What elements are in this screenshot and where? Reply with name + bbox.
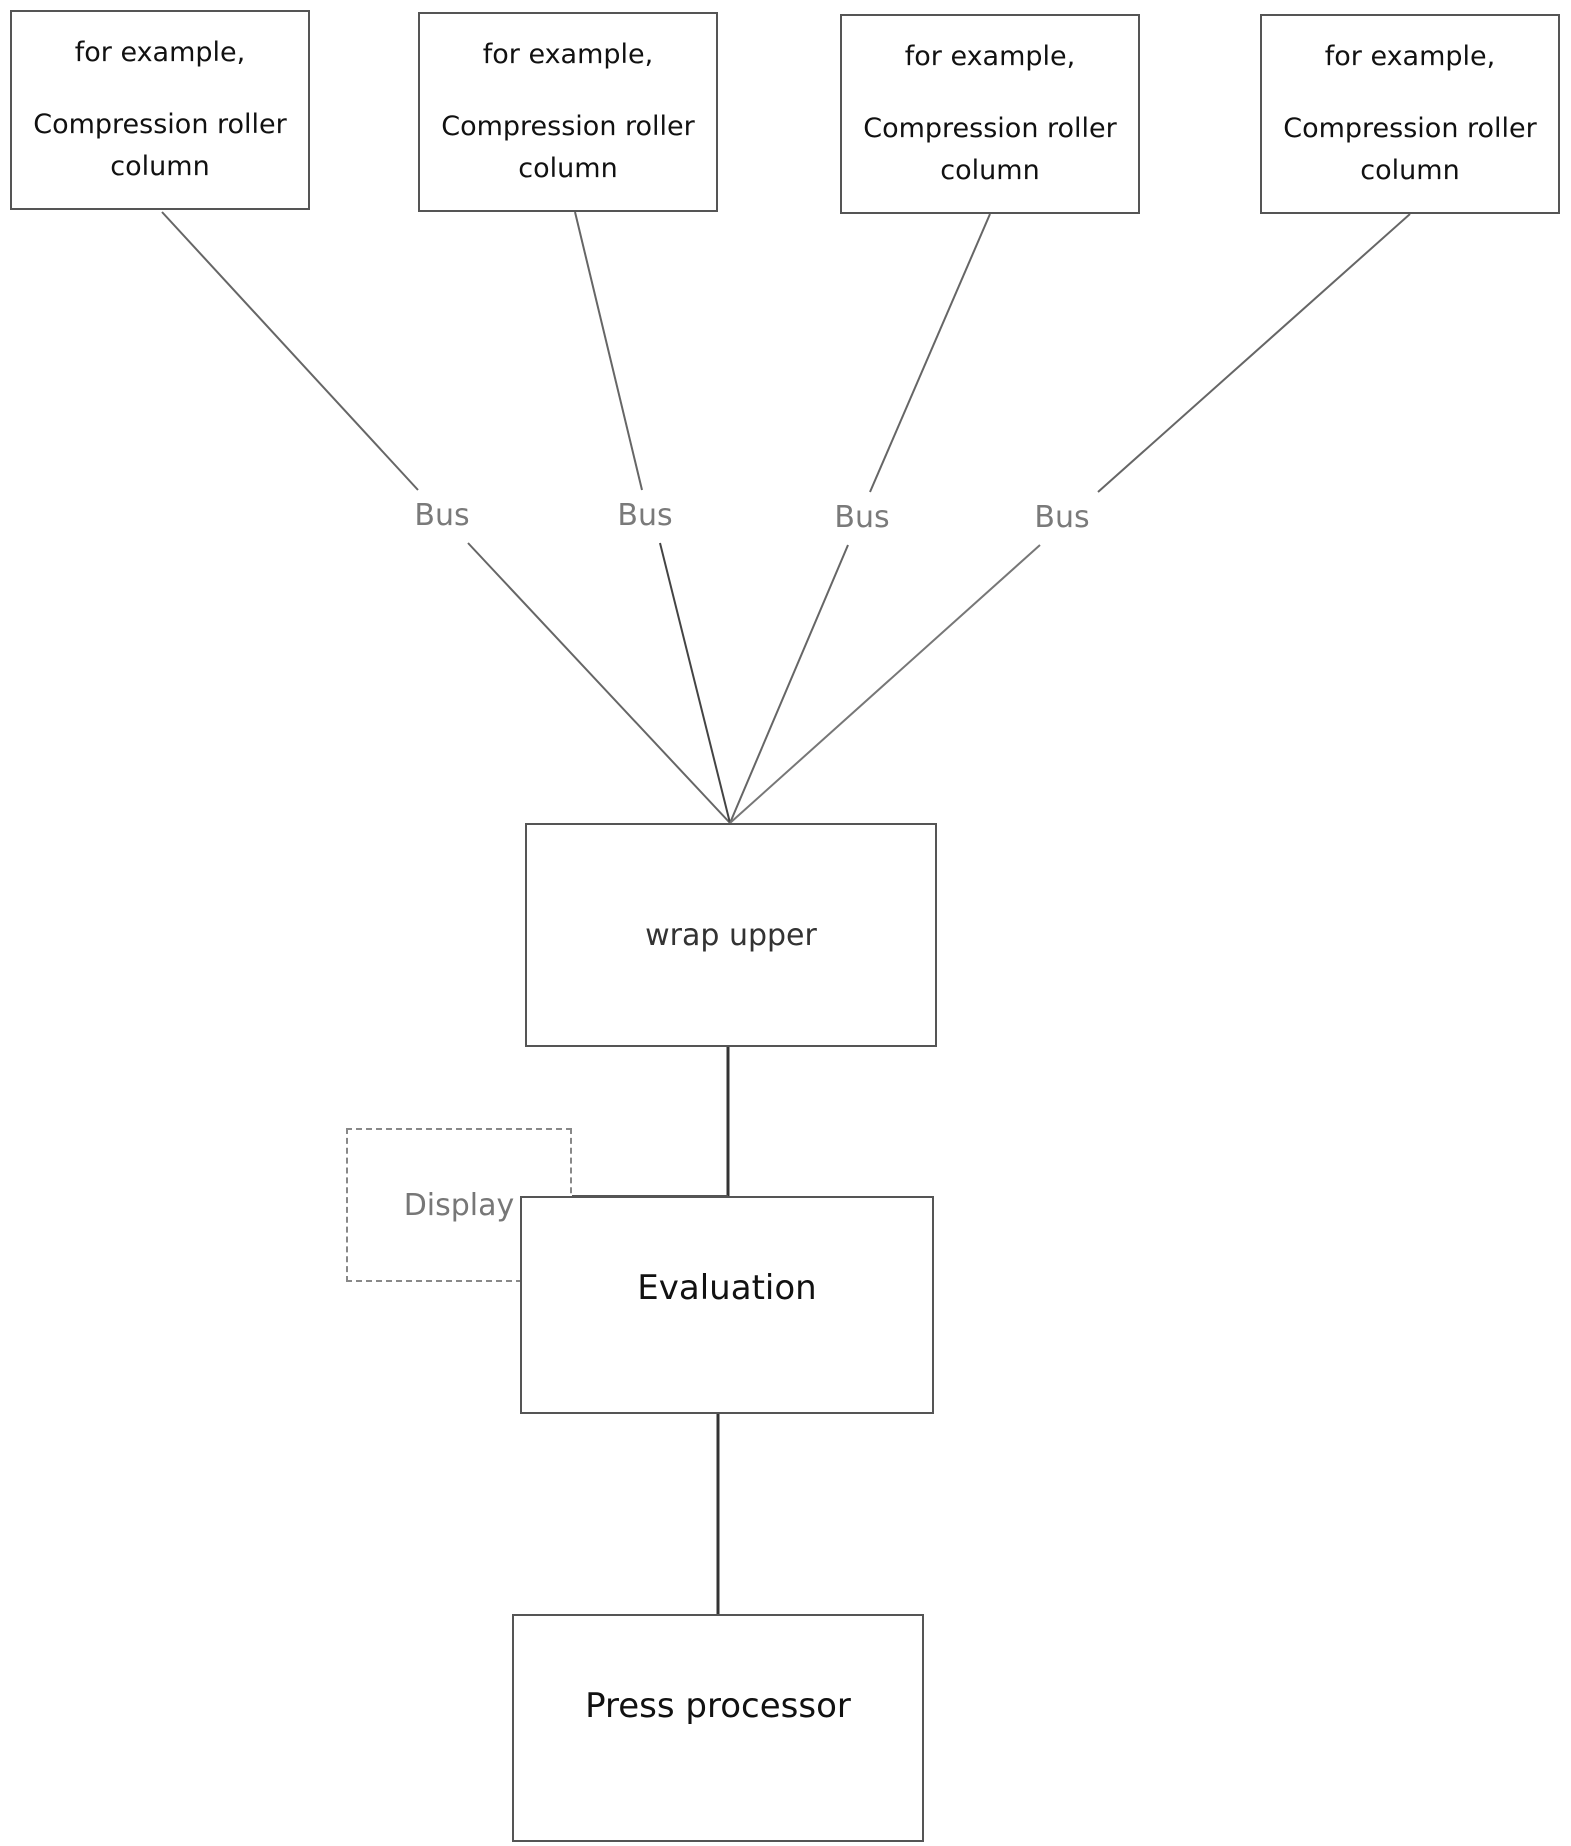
source-box-3-line1: for example, [842,36,1138,78]
display-label: Display [404,1188,515,1223]
source-box-4: for example, Compression roller column [1260,14,1560,214]
source-box-4-line2: Compression roller column [1262,108,1558,192]
bus-line-3-upper [870,214,990,492]
bus-label-4: Bus [1030,500,1093,536]
source-box-4-line1: for example, [1262,36,1558,78]
source-box-1: for example, Compression roller column [10,10,310,210]
bus-line-2-upper [575,212,642,490]
bus-line-1-upper [162,212,418,490]
source-box-2-line1: for example, [420,34,716,76]
bus-label-1: Bus [410,498,473,534]
bus-label-2: Bus [613,498,676,534]
wrap-upper-label: wrap upper [645,918,817,953]
press-processor-box: Press processor [512,1614,924,1842]
source-box-2: for example, Compression roller column [418,12,718,212]
source-box-2-line2: Compression roller column [420,106,716,190]
bus-label-3: Bus [830,500,893,536]
evaluation-box: Evaluation [520,1196,934,1414]
bus-line-4-upper [1098,214,1410,492]
bus-line-2-lower [660,543,730,823]
source-box-1-line1: for example, [12,32,308,74]
press-processor-label: Press processor [585,1686,851,1726]
bus-line-3-lower [730,545,848,823]
bus-line-4-lower [730,545,1040,823]
wrap-upper-box: wrap upper [525,823,937,1047]
source-box-3: for example, Compression roller column [840,14,1140,214]
source-box-1-line2: Compression roller column [12,104,308,188]
bus-line-1-lower [468,543,730,823]
evaluation-label: Evaluation [637,1268,816,1308]
source-box-3-line2: Compression roller column [842,108,1138,192]
